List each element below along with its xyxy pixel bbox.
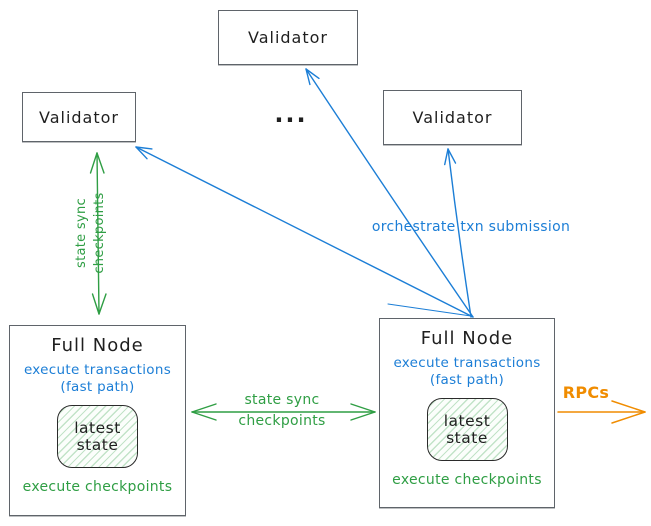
validator-right-label: Validator <box>412 108 493 127</box>
latest-state-left-line1: latest <box>74 418 121 437</box>
validators-ellipsis: ... <box>274 100 308 128</box>
validator-box-right: Validator <box>383 90 522 145</box>
latest-state-box-left: latest state <box>57 405 138 468</box>
state-sync-vertical-label-line2: checkpoints <box>92 192 107 274</box>
latest-state-right-line1: latest <box>443 411 491 430</box>
full-node-right-footer: execute checkpoints <box>392 472 542 488</box>
latest-state-left-line2: state <box>76 435 119 454</box>
full-node-left-footer: execute checkpoints <box>22 479 173 495</box>
latest-state-right-line2: state <box>446 428 488 447</box>
latest-state-box-right: latest state <box>426 398 508 461</box>
full-node-left-exec-txn-line1: execute transactions <box>23 362 172 378</box>
state-sync-vertical-label-line1: state sync <box>74 198 89 268</box>
arrow-rpcs <box>557 400 646 424</box>
validator-left-label: Validator <box>39 107 119 127</box>
state-sync-horizontal-label-line1: state sync <box>244 392 320 408</box>
rpcs-label: RPCs <box>562 383 610 402</box>
full-node-left-exec-txn: execute transactions (fast path) <box>24 362 171 396</box>
full-node-right-title: Full Node <box>420 328 514 349</box>
state-sync-vertical-label: state sync checkpoints <box>73 173 113 293</box>
full-node-box-left: Full Node execute transactions (fast pat… <box>9 325 186 516</box>
full-node-right-exec-txn-line1: execute transactions <box>393 355 541 371</box>
arrow-txn-extra-stroke <box>387 303 472 317</box>
full-node-right-exec-txn-line2: (fast path) <box>429 372 505 388</box>
state-sync-horizontal-label-line2: checkpoints <box>238 413 326 429</box>
orchestrate-label: orchestrate txn submission <box>371 219 571 235</box>
validator-box-top: Validator <box>218 10 358 65</box>
full-node-right-exec-txn: execute transactions (fast path) <box>393 355 540 389</box>
validator-top-label: Validator <box>248 28 328 47</box>
full-node-left-exec-txn-line2: (fast path) <box>60 379 135 395</box>
full-node-box-right: Full Node execute transactions (fast pat… <box>379 318 555 508</box>
validator-box-left: Validator <box>22 92 136 142</box>
full-node-left-title: Full Node <box>51 335 144 356</box>
